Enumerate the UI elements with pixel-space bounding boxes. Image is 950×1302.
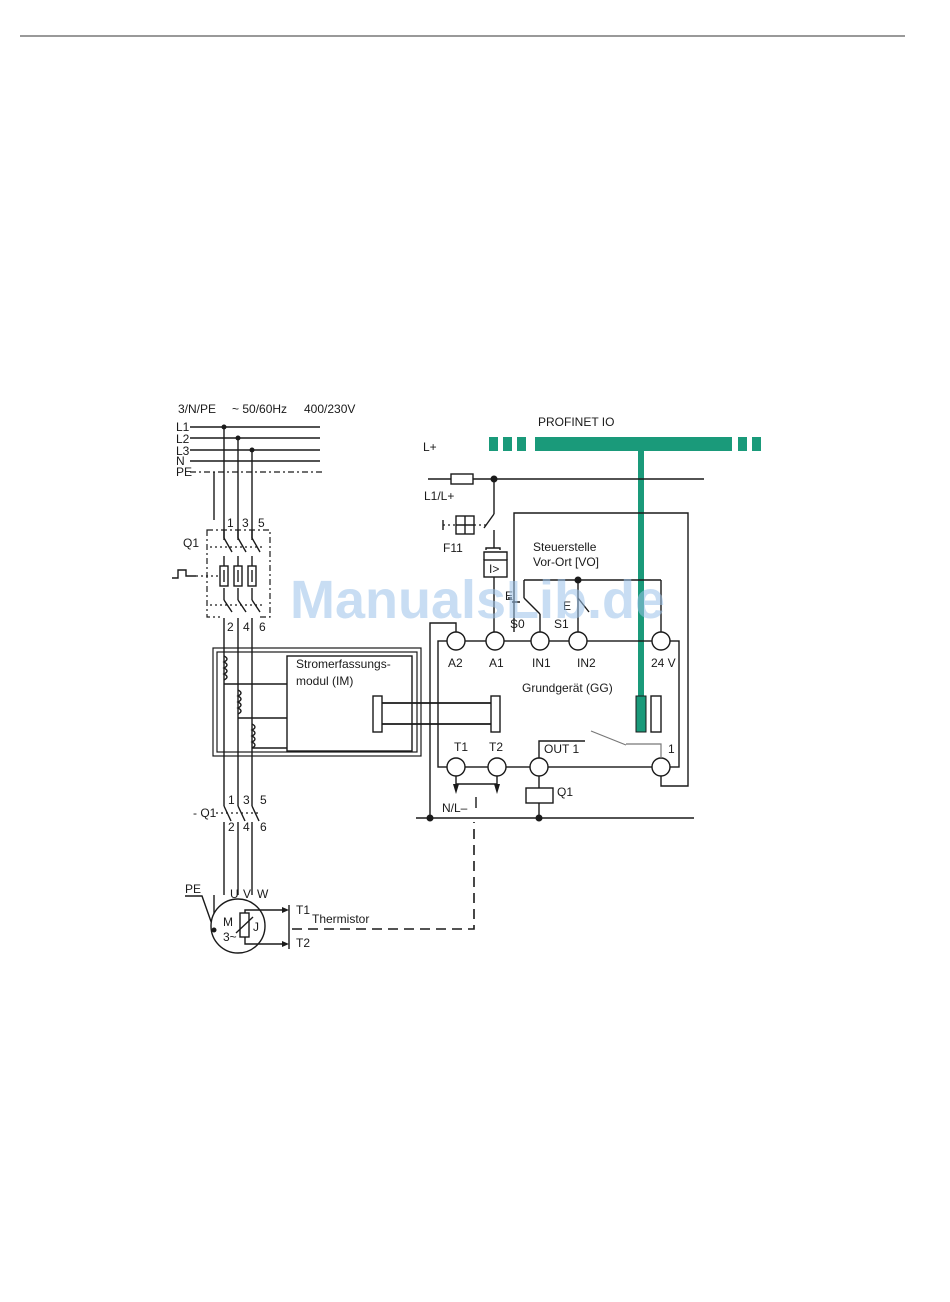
terminal-a1 — [486, 632, 504, 650]
breaker-bottom-6: 6 — [259, 620, 266, 634]
contactor-name: - Q1 — [193, 806, 217, 820]
supply-system: 3/N/PE — [178, 402, 216, 416]
breaker-name: Q1 — [183, 536, 199, 550]
motor-pe: PE — [185, 882, 201, 896]
motor: PE U V W M 3~ J T1 T2 Thermistor — [185, 882, 369, 953]
n-l-minus-label: N/L– — [442, 801, 468, 815]
motor-symbol-m: M — [223, 915, 233, 929]
terminal-24v-label: 24 V — [651, 656, 676, 670]
station-label-2: Vor-Ort [VO] — [533, 555, 599, 569]
coil-label: Q1 — [557, 785, 573, 799]
contactor-q1: - Q1 1 3 5 2 4 6 — [193, 793, 267, 834]
terminal-in2-label: IN2 — [577, 656, 596, 670]
neutral-rail: N/L– Q1 — [416, 776, 694, 822]
line-label-pe: PE — [176, 465, 192, 479]
terminal-a2-label: A2 — [448, 656, 463, 670]
contactor-top-1: 1 — [228, 793, 235, 807]
breaker-top-5: 5 — [258, 516, 265, 530]
supply-bus: L1 L2 L3 N PE — [176, 420, 322, 479]
module-label-2: modul (IM) — [296, 674, 353, 688]
motor-phase-v: V — [243, 887, 251, 901]
base-unit-name: Grundgerät (GG) — [522, 681, 613, 695]
contactor-top-3: 3 — [243, 793, 250, 807]
supply-header: 3/N/PE ~ 50/60Hz 400/230V — [178, 402, 355, 416]
terminal-in1-label: IN1 — [532, 656, 551, 670]
contactor-bottom-4: 4 — [243, 820, 250, 834]
motor-t1: T1 — [296, 903, 310, 917]
terminal-1 — [652, 758, 670, 776]
fuse-label: F11 — [443, 541, 463, 555]
motor-t2: T2 — [296, 936, 310, 950]
thermistor-symbol: J — [253, 920, 259, 934]
breaker-bottom-2: 2 — [227, 620, 234, 634]
contactor-bottom-2: 2 — [228, 820, 235, 834]
station-label-1: Steuerstelle — [533, 540, 597, 554]
terminal-24v — [652, 632, 670, 650]
profinet-bus: PROFINET IO — [489, 415, 761, 696]
contactor-top-5: 5 — [260, 793, 267, 807]
terminal-a2 — [447, 632, 465, 650]
terminal-out1 — [530, 758, 548, 776]
terminal-in2 — [569, 632, 587, 650]
module-label-1: Stromerfassungs- — [296, 657, 391, 671]
out1-label: OUT 1 — [544, 742, 579, 756]
contactor-bottom-6: 6 — [260, 820, 267, 834]
motor-symbol-3: 3~ — [223, 930, 237, 944]
watermark: ManualsLib.de — [290, 570, 665, 630]
breaker-q1: Q1 1 3 5 2 4 6 — [172, 516, 270, 634]
breaker-bottom-4: 4 — [243, 620, 250, 634]
terminal-a1-label: A1 — [489, 656, 504, 670]
terminal-t1-label: T1 — [454, 740, 468, 754]
thermistor-label: Thermistor — [312, 912, 369, 926]
profinet-label: PROFINET IO — [538, 415, 614, 429]
terminal-in1 — [531, 632, 549, 650]
supply-frequency: ~ 50/60Hz — [232, 402, 287, 416]
breaker-top-1: 1 — [227, 516, 234, 530]
out1-terminal-label: 1 — [668, 742, 675, 756]
terminal-t2-label: T2 — [489, 740, 503, 754]
terminal-t2 — [488, 758, 506, 776]
l1-lplus-label: L1/L+ — [424, 489, 454, 503]
supply-voltage: 400/230V — [304, 402, 355, 416]
motor-phase-w: W — [257, 887, 269, 901]
breaker-top-3: 3 — [242, 516, 249, 530]
l-plus-label: L+ — [423, 440, 437, 454]
terminal-t1 — [447, 758, 465, 776]
